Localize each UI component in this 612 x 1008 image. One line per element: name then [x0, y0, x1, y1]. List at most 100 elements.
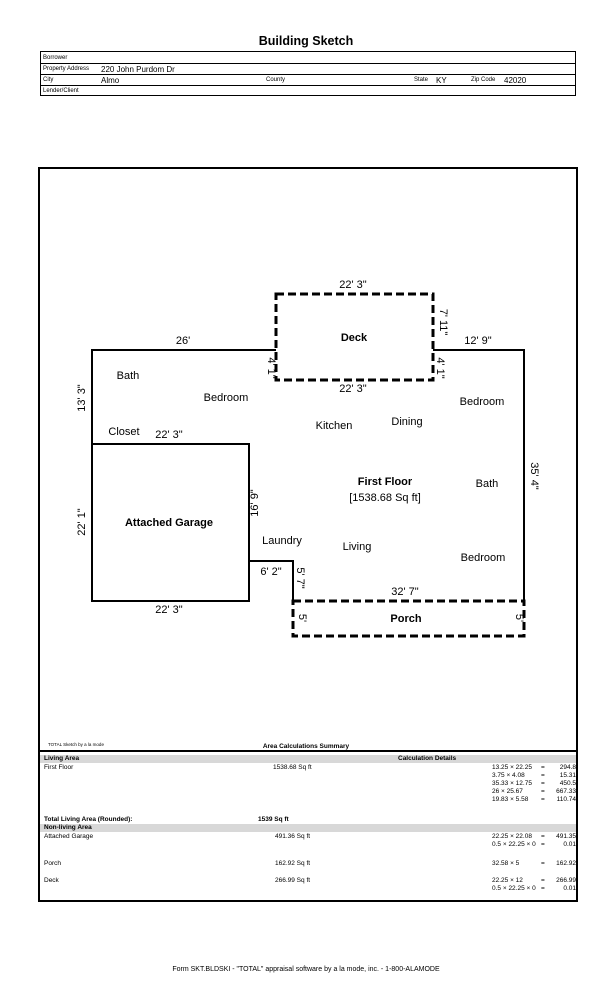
calc-value: 294.8 — [559, 764, 576, 771]
calc-expression: 22.25 × 12 — [492, 877, 523, 884]
room-closet: Closet — [108, 426, 139, 438]
calc-expression: 22.25 × 22.08 — [492, 833, 532, 840]
address-row: Property Address 220 John Purdom Dr — [41, 63, 575, 75]
calc-value: 450.5 — [559, 780, 576, 787]
room-kitchen: Kitchen — [316, 420, 353, 432]
calc-expression: 13.25 × 22.25 — [492, 764, 532, 771]
living-area-header: Living Area — [44, 755, 80, 762]
property-header-table: Borrower Property Address 220 John Purdo… — [40, 51, 576, 96]
deck-right-dimension: 7' 11" — [437, 309, 449, 336]
garage-left-dimension: 22' 1" — [76, 508, 88, 536]
calc-expression: 19.83 × 5.58 — [492, 796, 529, 803]
document-title: Building Sketch — [258, 34, 354, 48]
first-floor-wall-upper-left — [91, 349, 276, 444]
porch-outline — [291, 599, 526, 638]
first-floor-summary-label: First Floor — [44, 764, 74, 771]
state-label: State — [414, 77, 429, 83]
calc-equals: = — [541, 885, 545, 892]
calc-value: 162.92 — [556, 860, 576, 867]
total-living-label: Total Living Area (Rounded): — [44, 816, 133, 823]
calc-equals: = — [541, 772, 545, 779]
city-row: City Almo County State KY Zip Code 42020 — [41, 74, 575, 86]
room-bath-2: Bath — [476, 478, 499, 490]
deck-outline — [274, 292, 435, 382]
deck-summary-area: 266.99 Sq ft — [275, 877, 311, 884]
calc-equals: = — [541, 833, 545, 840]
room-bath-1: Bath — [117, 370, 140, 382]
garage-summary-area: 491.36 Sq ft — [275, 833, 311, 840]
first-floor-label: First Floor — [358, 476, 413, 488]
garage-bottom-dimension: 22' 3" — [155, 604, 183, 616]
calc-equals: = — [541, 860, 545, 867]
calc-value: 15.31 — [559, 772, 576, 779]
borrower-label: Borrower — [43, 55, 68, 61]
room-bedroom-1: Bedroom — [204, 392, 249, 404]
calc-equals: = — [541, 841, 545, 848]
county-label: County — [266, 77, 286, 83]
porch-summary-area: 162.92 Sq ft — [275, 860, 311, 867]
nonliving-area-band: Non-living Area — [40, 824, 576, 832]
deck-top-dimension: 22' 3" — [339, 279, 367, 291]
state-value: KY — [436, 76, 447, 85]
porch-left-dimension: 5' — [296, 614, 308, 622]
closet-wall-dimension: 22' 3" — [155, 429, 183, 441]
calc-expression: 26 × 25.67 — [492, 788, 523, 795]
calc-value: 266.99 — [556, 877, 576, 884]
calc-value: 0.01 — [563, 885, 576, 892]
deck-label: Deck — [341, 332, 368, 344]
living-area-band: Living Area Calculation Details — [40, 755, 576, 763]
left-upper-dimension: 13' 3" — [76, 384, 88, 412]
garage-right-dimension: 16' 9" — [249, 489, 261, 517]
first-floor-wall-right — [433, 349, 525, 601]
total-living-value: 1539 Sq ft — [258, 816, 289, 823]
notch-vertical-dimension: 5' 7" — [294, 567, 306, 588]
zip-value: 42020 — [504, 76, 527, 85]
first-floor-area: [1538.68 Sq ft] — [349, 492, 421, 504]
calc-value: 0.01 — [563, 841, 576, 848]
top-right-dimension: 12' 9" — [464, 335, 492, 347]
calc-expression: 0.5 × 22.25 × 0 — [492, 885, 536, 892]
calc-expression: 35.33 × 12.75 — [492, 780, 532, 787]
address-value: 220 John Purdom Dr — [101, 65, 175, 74]
calc-value: 667.33 — [556, 788, 576, 795]
sketch-credit: TOTAL Sketch by a la mode — [48, 742, 104, 747]
lender-label: Lender/Client — [43, 88, 79, 94]
deck-bottom-dimension: 22' 3" — [339, 383, 367, 395]
calc-equals: = — [541, 764, 545, 771]
calc-expression: 3.75 × 4.08 — [492, 772, 525, 779]
garage-summary-label: Attached Garage — [44, 833, 94, 840]
garage-label: Attached Garage — [125, 517, 213, 529]
deck-left-small-dimension: 4' 1" — [265, 357, 277, 378]
room-living: Living — [343, 541, 372, 553]
zip-label: Zip Code — [471, 77, 496, 83]
porch-right-dimension: 5' — [513, 614, 525, 622]
deck-right-small-dimension: 4' 1" — [434, 357, 446, 378]
notch-dimension: 6' 2" — [260, 566, 281, 578]
room-laundry: Laundry — [262, 535, 302, 547]
page-footer: Form SKT.BLDSKI - "TOTAL" appraisal soft… — [172, 966, 440, 973]
summary-title: Area Calculations Summary — [263, 743, 350, 750]
calc-equals: = — [541, 877, 545, 884]
porch-top-dimension: 32' 7" — [391, 586, 419, 598]
city-label: City — [43, 77, 54, 83]
calc-value: 110.74 — [556, 796, 576, 803]
porch-summary-label: Porch — [44, 860, 61, 867]
sketch-frame: 22' 3" Deck 22' 3" 7' 11" 4' 1" 4' 1" 26… — [38, 167, 578, 902]
top-left-dimension: 26' — [176, 335, 190, 347]
floor-plan-sketch: 22' 3" Deck 22' 3" 7' 11" 4' 1" 4' 1" 26… — [40, 279, 576, 752]
first-floor-summary-area: 1538.68 Sq ft — [273, 764, 312, 771]
borrower-row: Borrower — [41, 52, 575, 64]
address-label: Property Address — [43, 66, 90, 72]
calc-equals: = — [541, 788, 545, 795]
calc-expression: 32.58 × 5 — [492, 860, 520, 867]
calc-equals: = — [541, 796, 545, 803]
porch-label: Porch — [390, 613, 421, 625]
room-dining: Dining — [391, 416, 422, 428]
calc-expression: 0.5 × 22.25 × 0 — [492, 841, 536, 848]
calc-details-header: Calculation Details — [398, 755, 457, 762]
room-bedroom-3: Bedroom — [461, 552, 506, 564]
right-wall-dimension: 35' 4" — [528, 462, 540, 490]
calc-equals: = — [541, 780, 545, 787]
room-bedroom-2: Bedroom — [460, 396, 505, 408]
garage-outline — [91, 443, 250, 602]
